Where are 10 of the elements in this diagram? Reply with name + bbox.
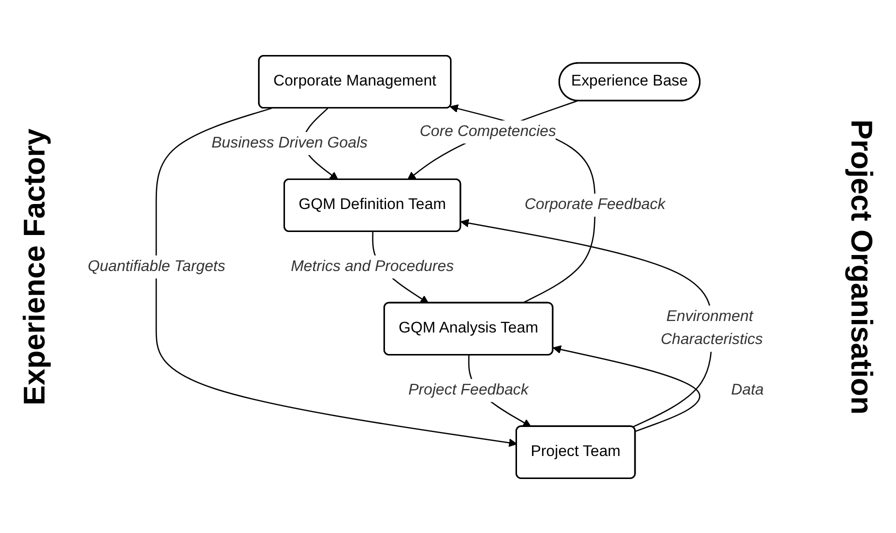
edge-label: Environment Characteristics [660, 308, 763, 348]
edge-label: Core Competencies [420, 122, 556, 140]
arrow [552, 344, 700, 432]
edge-label: Metrics and Procedures [290, 258, 454, 274]
edge-label: Data [731, 381, 764, 398]
edge-label: Business Driven Goals [211, 134, 368, 151]
region-label: Experience Factory [18, 128, 52, 405]
edge-label: Quantifiable Targets [88, 258, 226, 274]
arrow [407, 100, 578, 180]
region-label: Project Organisation [844, 118, 878, 414]
